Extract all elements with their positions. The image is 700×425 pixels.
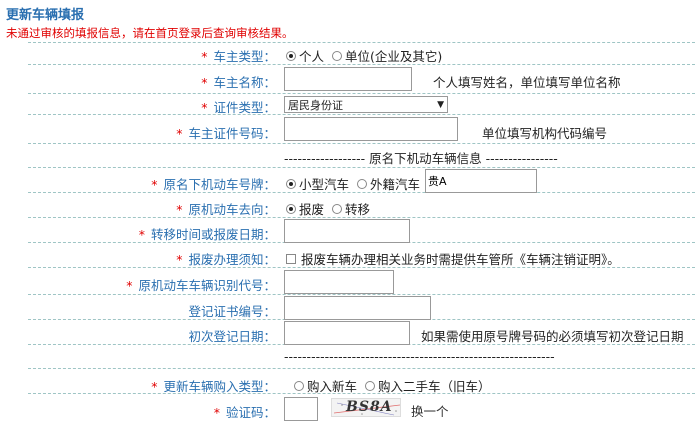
old-destination-label-text: 原机动车去向： <box>188 202 276 217</box>
purchase-used-label[interactable]: 购入二手车（旧车） <box>378 379 491 394</box>
form-title: 更新车辆填报 <box>6 8 85 23</box>
owner-type-company-label[interactable]: 单位(企业及其它) <box>345 49 443 64</box>
captcha-input[interactable] <box>284 397 318 421</box>
row-divider <box>28 192 695 193</box>
scrap-notice-label: * 报废办理须知： <box>176 249 276 268</box>
scrap-notice-text[interactable]: 报废车辆办理相关业务时需提供车管所《车辆注销证明》。 <box>301 252 620 267</box>
purchase-new-radio[interactable] <box>294 380 304 391</box>
captcha-label-text: 验证码： <box>225 405 276 420</box>
row-divider <box>28 114 695 115</box>
scrap-notice-label-text: 报废办理须知： <box>188 252 276 267</box>
required-star: * <box>201 75 208 90</box>
purchase-type-group: 购入新车 购入二手车（旧车） <box>292 376 491 395</box>
id-type-select[interactable]: 居民身份证 ▼ <box>284 96 448 113</box>
row-divider <box>28 217 695 218</box>
owner-name-input[interactable] <box>284 67 412 91</box>
destination-transfer-radio[interactable] <box>332 203 343 214</box>
old-vin-label: * 原机动车车辆识别代号： <box>126 275 276 294</box>
plate-foreign-car-label[interactable]: 外籍汽车 <box>370 177 421 192</box>
id-type-selected-value: 居民身份证 <box>288 98 343 112</box>
row-divider <box>28 393 695 394</box>
new-vehicle-section-divider: ----------------------------------------… <box>284 349 555 364</box>
old-destination-label: * 原机动车去向： <box>176 199 276 218</box>
required-star: * <box>213 405 220 420</box>
row-divider <box>28 42 695 43</box>
required-star: * <box>201 49 208 64</box>
old-vehicle-section-header: ------------------ 原名下机动车辆信息 -----------… <box>284 151 558 166</box>
required-star: * <box>151 177 158 192</box>
required-star: * <box>176 202 183 217</box>
transfer-date-label-text: 转移时间或报废日期： <box>150 227 276 242</box>
destination-scrap-radio[interactable] <box>286 203 296 214</box>
old-plate-label: * 原名下机动车号牌： <box>151 174 276 193</box>
row-divider <box>28 167 695 168</box>
id-type-label: * 证件类型： <box>201 97 276 116</box>
id-number-input[interactable] <box>284 117 458 141</box>
reg-cert-input[interactable] <box>284 296 431 320</box>
owner-name-label: * 车主名称： <box>201 72 276 91</box>
plate-small-car-label[interactable]: 小型汽车 <box>299 177 350 192</box>
id-type-label-text: 证件类型： <box>213 100 276 115</box>
owner-type-company-radio[interactable] <box>332 50 343 61</box>
old-vin-input[interactable] <box>284 270 394 294</box>
captcha-noise-icon <box>333 402 400 416</box>
purchase-type-label-text: 更新车辆购入类型： <box>163 379 276 394</box>
purchase-new-label[interactable]: 购入新车 <box>307 379 358 394</box>
old-destination-group: 报废 转移 <box>284 199 370 218</box>
scrap-notice-group: 报废车辆办理相关业务时需提供车管所《车辆注销证明》。 <box>284 249 620 268</box>
destination-scrap-label[interactable]: 报废 <box>299 202 325 217</box>
required-star: * <box>176 126 183 141</box>
row-divider <box>28 294 695 295</box>
captcha-image[interactable]: BS8A <box>331 398 401 417</box>
old-plate-input[interactable]: 贵A <box>425 169 537 193</box>
plate-small-car-radio[interactable] <box>286 178 296 189</box>
old-plate-label-text: 原名下机动车号牌： <box>163 177 276 192</box>
row-divider <box>28 93 695 94</box>
row-divider <box>28 368 695 369</box>
required-star: * <box>151 379 158 394</box>
captcha-label: * 验证码： <box>214 402 276 421</box>
first-reg-date-input[interactable] <box>284 321 410 345</box>
destination-transfer-label[interactable]: 转移 <box>345 202 371 217</box>
owner-type-group: 个人 单位(企业及其它) <box>284 46 442 65</box>
scrap-notice-checkbox[interactable] <box>286 253 296 264</box>
id-number-label-text: 车主证件号码： <box>188 126 276 141</box>
required-star: * <box>201 100 208 115</box>
reg-cert-label-text: 登记证书编号： <box>188 304 276 319</box>
owner-name-label-text: 车主名称： <box>213 75 276 90</box>
purchase-type-label: * 更新车辆购入类型： <box>151 376 276 395</box>
required-star: * <box>176 252 183 267</box>
row-divider <box>28 64 695 65</box>
owner-name-hint: 个人填写姓名，单位填写单位名称 <box>433 75 621 90</box>
required-star: * <box>138 227 145 242</box>
id-number-label: * 车主证件号码： <box>176 123 276 142</box>
old-vin-label-text: 原机动车车辆识别代号： <box>138 278 276 293</box>
reg-cert-label: 登记证书编号： <box>188 301 276 320</box>
row-divider <box>28 267 695 268</box>
captcha-text: BS8A <box>346 399 393 415</box>
required-star: * <box>126 278 133 293</box>
purchase-used-radio[interactable] <box>365 380 376 391</box>
first-reg-date-label-text: 初次登记日期： <box>188 329 276 344</box>
first-reg-date-label: 初次登记日期： <box>188 326 276 345</box>
owner-type-label-text: 车主类型： <box>213 49 276 64</box>
row-divider <box>28 143 695 144</box>
owner-type-label: * 车主类型： <box>201 46 276 65</box>
first-reg-date-hint: 如果需使用原号牌号码的必须填写初次登记日期 <box>421 329 684 344</box>
captcha-refresh-link[interactable]: 换一个 <box>411 404 449 419</box>
old-plate-type-group: 小型汽车 外籍汽车 <box>284 174 420 193</box>
dropdown-arrow-icon: ▼ <box>437 99 444 110</box>
transfer-date-input[interactable] <box>284 219 410 243</box>
plate-foreign-car-radio[interactable] <box>357 178 368 189</box>
owner-type-personal-label[interactable]: 个人 <box>299 49 325 64</box>
review-warning: 未通过审核的填报信息，请在首页登录后查询审核结果。 <box>6 26 294 40</box>
transfer-date-label: * 转移时间或报废日期： <box>139 224 276 243</box>
owner-type-personal-radio[interactable] <box>286 50 296 61</box>
id-number-hint: 单位填写机构代码编号 <box>482 126 608 141</box>
